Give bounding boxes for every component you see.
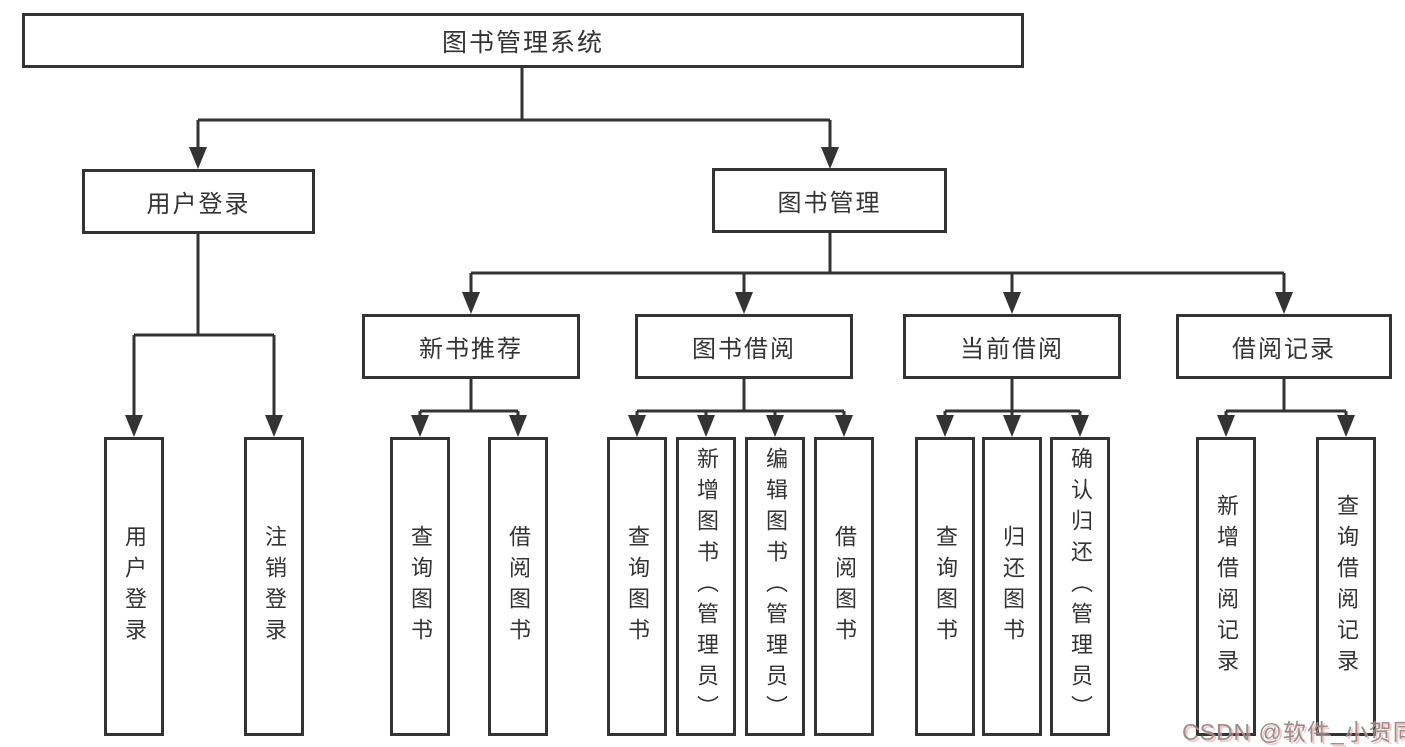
leaf-user-login: 用户登录 [104, 437, 164, 736]
node-new-book-recommend: 新书推荐 [362, 314, 580, 379]
leaf-borrow-book-borrow-label: 借阅图书 [832, 524, 857, 649]
leaf-add-book-admin: 新增图书（管理员） [676, 437, 736, 736]
node-current-borrow-label: 当前借阅 [960, 336, 1064, 363]
leaf-search-book-recommend-label: 查询图书 [408, 524, 433, 649]
leaf-user-login-label: 用户登录 [122, 524, 147, 649]
leaf-borrow-book-recommend-label: 借阅图书 [506, 524, 531, 649]
leaf-borrow-book-borrow: 借阅图书 [814, 437, 874, 736]
leaf-confirm-return-admin: 确认归还（管理员） [1050, 437, 1110, 736]
node-user-login: 用户登录 [82, 169, 315, 234]
leaf-edit-book-admin-label: 编辑图书（管理员） [763, 447, 788, 726]
leaf-search-book-recommend: 查询图书 [390, 437, 450, 736]
node-root-label: 图书管理系统 [441, 28, 604, 57]
leaf-return-book: 归还图书 [982, 437, 1042, 736]
leaf-logout-label: 注销登录 [262, 524, 287, 649]
leaf-confirm-return-admin-label: 确认归还（管理员） [1068, 447, 1093, 726]
node-book-management: 图书管理 [712, 168, 947, 233]
leaf-search-book-current: 查询图书 [915, 437, 975, 736]
csdn-watermark: CSDN @软件_小贺同学 [1182, 719, 1405, 745]
leaf-search-book-borrow-label: 查询图书 [625, 524, 650, 649]
leaf-return-book-label: 归还图书 [1000, 524, 1025, 649]
node-root: 图书管理系统 [22, 13, 1024, 68]
node-user-login-label: 用户登录 [146, 191, 251, 218]
leaf-borrow-book-recommend: 借阅图书 [488, 437, 548, 736]
leaf-add-borrow-record: 新增借阅记录 [1196, 437, 1256, 736]
leaf-search-book-current-label: 查询图书 [933, 524, 958, 649]
leaf-search-borrow-record-label: 查询借阅记录 [1334, 493, 1359, 680]
arrowheads [125, 147, 1355, 437]
leaf-logout: 注销登录 [244, 437, 304, 736]
leaf-add-borrow-record-label: 新增借阅记录 [1214, 493, 1239, 680]
node-new-book-recommend-label: 新书推荐 [419, 336, 523, 363]
leaf-search-book-borrow: 查询图书 [607, 437, 667, 736]
node-current-borrow: 当前借阅 [903, 314, 1121, 379]
node-book-borrow: 图书借阅 [635, 314, 853, 379]
node-borrow-records: 借阅记录 [1176, 314, 1392, 379]
node-borrow-records-label: 借阅记录 [1232, 336, 1336, 363]
leaf-edit-book-admin: 编辑图书（管理员） [745, 437, 805, 736]
leaf-add-book-admin-label: 新增图书（管理员） [694, 447, 719, 726]
node-book-borrow-label: 图书借阅 [692, 336, 796, 363]
node-book-management-label: 图书管理 [777, 190, 882, 217]
leaf-search-borrow-record: 查询借阅记录 [1316, 437, 1376, 736]
